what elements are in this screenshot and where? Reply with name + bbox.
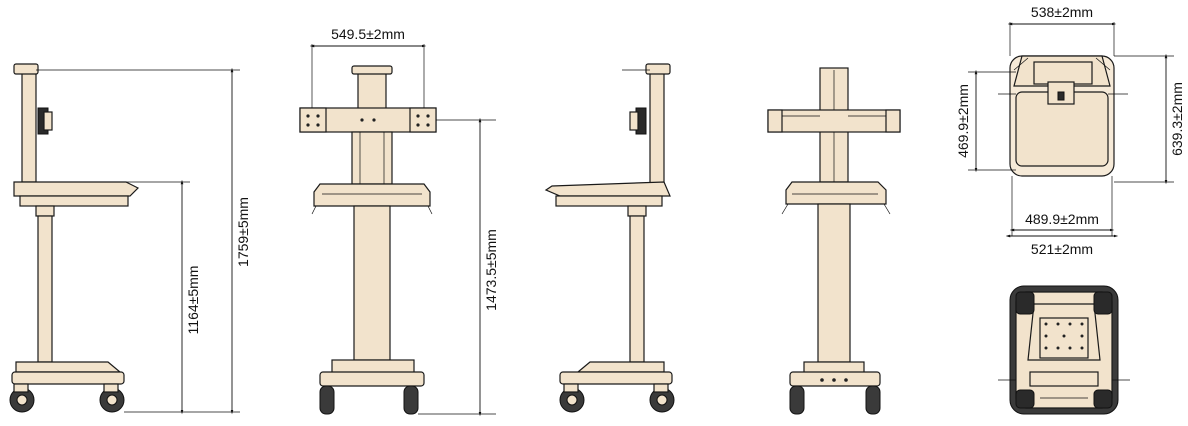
top-depth-outer-label: 639.3±2mm — [1169, 82, 1185, 156]
top-depth-inner-label: 469.9±2mm — [955, 84, 971, 158]
top-width-inner-label: 489.9±2mm — [1025, 211, 1099, 227]
rear-view — [767, 67, 901, 415]
bottom-view — [998, 285, 1130, 415]
front-width-arms-label: 549.5±2mm — [331, 26, 405, 42]
side-height-total-label: 1759±5mm — [235, 197, 251, 267]
front-height-arms-label: 1473.5±5mm — [483, 229, 499, 311]
front-view: 549.5±2mm 1473.5±5mm — [299, 26, 499, 417]
top-width-outer-label: 538±2mm — [1031, 4, 1093, 20]
top-width-base-label: 521±2mm — [1031, 241, 1093, 257]
side-view-left: 1164±5mm 1759±5mm — [9, 63, 251, 415]
top-view: 538±2mm 469.9±2mm 639.3±2mm 489.9±2mm 52… — [955, 4, 1185, 257]
side-view-right — [544, 63, 675, 413]
side-height-shelf-label: 1164±5mm — [185, 266, 201, 335]
